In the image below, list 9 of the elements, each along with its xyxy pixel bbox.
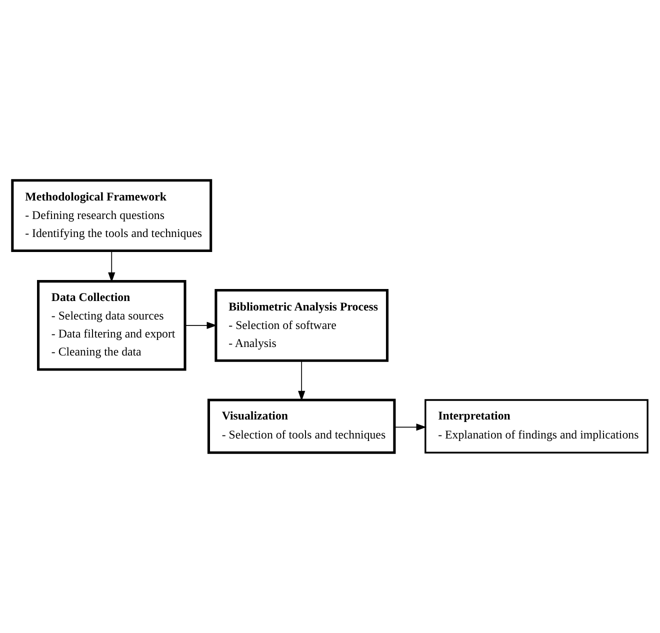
node-box: Bibliometric Analysis Process - Selection of software - Analysis [214,288,389,362]
node-box: Methodological Framework - Defining research questions - Identifying the tools and techniques [11,179,212,252]
arrow [394,424,426,431]
arrow [108,250,116,283]
node-box: Interpretation - Explanation of findings and implications [424,399,648,454]
arrow [184,322,217,329]
arrow [298,360,306,402]
node-box: Data Collection - Selecting data sources - Data filtering and export - Cleaning the data [37,280,186,371]
node-box: Visualization - Selection of tools and techniques [207,398,396,454]
